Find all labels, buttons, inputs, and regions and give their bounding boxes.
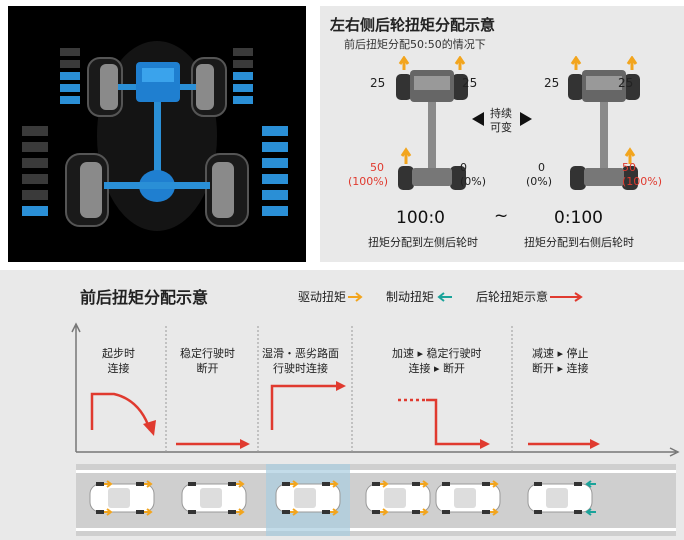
left-rear-right-value: 0 [460, 161, 467, 174]
x-axis [76, 447, 680, 457]
curve-start-arrowhead [143, 420, 156, 436]
drivetrain-panel [8, 6, 306, 262]
road-strip [76, 464, 676, 536]
phase-steady-line2: 断开 [196, 362, 219, 375]
y-axis [71, 322, 81, 452]
teal-arrow-icon [437, 291, 453, 302]
rear-torque-subtitle: 前后扭矩分配50:50的情况下 [344, 38, 486, 51]
phase-steady-line1: 稳定行驶时 [180, 347, 235, 360]
right-rear-right-pct: (100%) [622, 175, 663, 188]
car-1 [89, 480, 155, 516]
continuous-label: 持续 [490, 107, 512, 120]
right-rear-right-value: 50 [622, 161, 636, 174]
legend-drive-label: 驱动扭矩 [298, 290, 347, 304]
phase-slippery: 湿滑・恶劣路面 行驶时连接 [262, 346, 339, 376]
rear-torque-title: 左右侧后轮扭矩分配示意 [330, 16, 496, 34]
drivetrain-diagram [22, 41, 288, 231]
left-triangle-icon [472, 112, 484, 126]
legend-rear-label: 后轮扭矩示意 [476, 290, 549, 304]
phase-decel-line2: 断开 ▸ 连接 [532, 362, 589, 375]
right-ratio: 0:100 [554, 208, 603, 228]
curve-start [90, 392, 152, 431]
phase-dividers [165, 326, 513, 452]
phase-accel-line2: 连接 ▸ 断开 [408, 362, 466, 375]
car-6 [527, 480, 596, 516]
rear-left-torque-meter [22, 126, 48, 216]
phase-accel-line1: 加速 ▸ 稳定行驶时 [392, 347, 482, 360]
rear-right-wheel [205, 153, 249, 227]
torque-timeline-chart [71, 322, 680, 457]
front-left-torque-meter [60, 48, 80, 104]
right-front-left-torque: 25 [544, 76, 560, 90]
legend-brake-torque: 制动扭矩 [386, 288, 453, 305]
legend-drive-torque: 驱动扭矩 [298, 288, 364, 305]
left-rear-right-pct: (0%) [460, 175, 487, 188]
left-rear-left-value: 50 [370, 161, 384, 174]
phase-slippery-line1: 湿滑・恶劣路面 [262, 347, 339, 360]
legend-rear-torque: 后轮扭矩示意 [476, 288, 584, 305]
car-4 [365, 480, 431, 516]
left-ratio: 100:0 [396, 208, 445, 228]
legend-brake-label: 制动扭矩 [386, 290, 435, 304]
right-front-right-torque: 25 [618, 76, 634, 90]
left-front-right-torque: 25 [462, 76, 478, 90]
red-arrow-icon [550, 291, 583, 302]
left-front-left-torque: 25 [370, 76, 386, 90]
rear-torque-panel [320, 6, 684, 262]
front-left-wheel [87, 57, 123, 117]
phase-slippery-line2: 行驶时连接 [273, 362, 328, 375]
right-triangle-icon [520, 112, 532, 126]
rear-right-torque-meter [262, 126, 288, 216]
front-right-torque-meter [233, 48, 253, 104]
phase-accel: 加速 ▸ 稳定行驶时 连接 ▸ 断开 [392, 346, 482, 376]
phase-decel: 减速 ▸ 停止 断开 ▸ 连接 [532, 346, 589, 376]
variable-label: 可变 [490, 121, 512, 134]
rear-left-wheel [65, 153, 109, 227]
continuous-variable-label: 持续 可变 [490, 107, 512, 135]
right-caption: 扭矩分配到右侧后轮时 [524, 236, 634, 249]
car-5 [435, 480, 501, 516]
left-chassis-diagram [396, 56, 468, 190]
right-rear-left-pct: (0%) [526, 175, 553, 188]
right-chassis-diagram [568, 56, 640, 190]
car-3 [275, 480, 341, 516]
ratio-tilde: ~ [494, 206, 509, 226]
phase-start-line2: 连接 [107, 362, 130, 375]
orange-arrow-icon [348, 291, 363, 302]
curve-accel [426, 398, 484, 446]
left-caption: 扭矩分配到左侧后轮时 [368, 236, 478, 249]
blue-drivetrain [104, 62, 210, 202]
car-2 [181, 480, 247, 516]
curve-slippery [270, 384, 340, 430]
left-rear-left-pct: (100%) [348, 175, 389, 188]
right-rear-left-value: 0 [538, 161, 545, 174]
front-right-wheel [191, 57, 227, 117]
phase-decel-line1: 减速 ▸ 停止 [532, 347, 589, 360]
front-rear-title: 前后扭矩分配示意 [80, 288, 209, 307]
phase-start: 起步时 连接 [102, 346, 135, 376]
phase-start-line1: 起步时 [102, 347, 135, 360]
phase-steady: 稳定行驶时 断开 [180, 346, 235, 376]
